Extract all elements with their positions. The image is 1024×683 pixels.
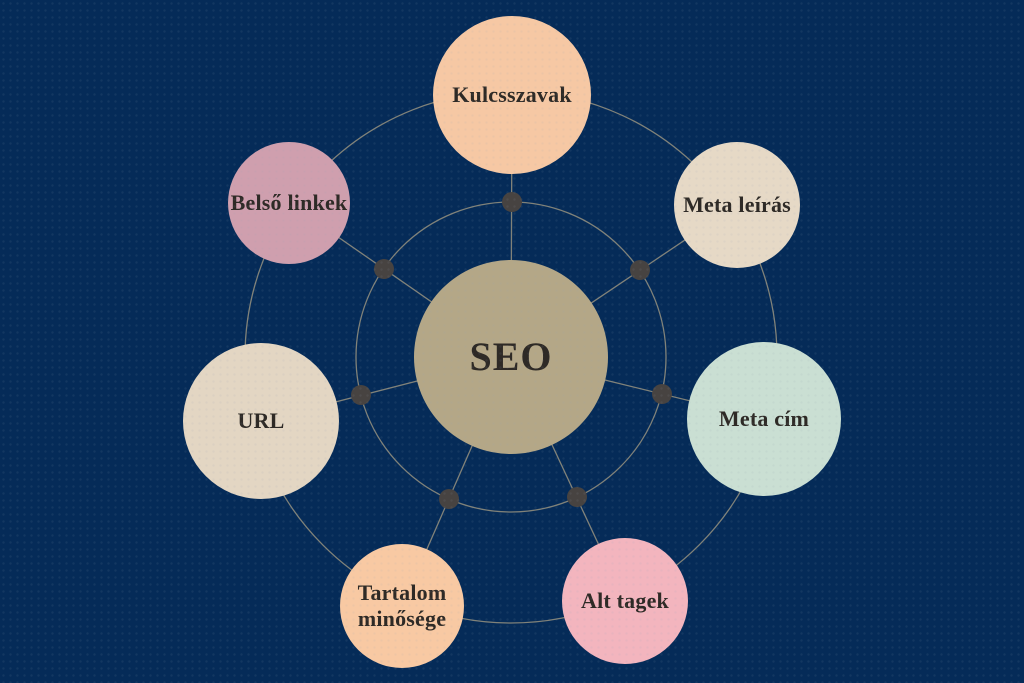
node-label: Meta cím bbox=[718, 406, 810, 432]
node-url: URL bbox=[183, 343, 339, 499]
node-label: Kulcsszavak bbox=[452, 82, 572, 108]
connector-dot-alt-tagek bbox=[567, 487, 587, 507]
node-label: URL bbox=[237, 408, 285, 434]
node-label: Tartalom minősége bbox=[357, 580, 447, 631]
connector-dot-tartalom bbox=[439, 489, 459, 509]
node-label: Alt tagek bbox=[581, 588, 669, 614]
node-kulcsszavak: Kulcsszavak bbox=[433, 16, 591, 174]
node-label: Belső linkek bbox=[230, 190, 348, 216]
node-label: Meta leírás bbox=[683, 192, 791, 218]
connector-dot-belso-linkek bbox=[374, 259, 394, 279]
connector-dot-meta-leiras bbox=[630, 260, 650, 280]
connector-dot-meta-cim bbox=[652, 384, 672, 404]
node-meta-leiras: Meta leírás bbox=[674, 142, 800, 268]
connector-dot-kulcsszavak bbox=[502, 192, 522, 212]
node-tartalom-minosege: Tartalom minősége bbox=[340, 544, 464, 668]
connector-dot-url bbox=[351, 385, 371, 405]
node-alt-tagek: Alt tagek bbox=[562, 538, 688, 664]
node-meta-cim: Meta cím bbox=[687, 342, 841, 496]
node-belso-linkek: Belső linkek bbox=[228, 142, 350, 264]
center-node-label: SEO bbox=[469, 334, 553, 380]
center-node-seo: SEO bbox=[414, 260, 608, 454]
